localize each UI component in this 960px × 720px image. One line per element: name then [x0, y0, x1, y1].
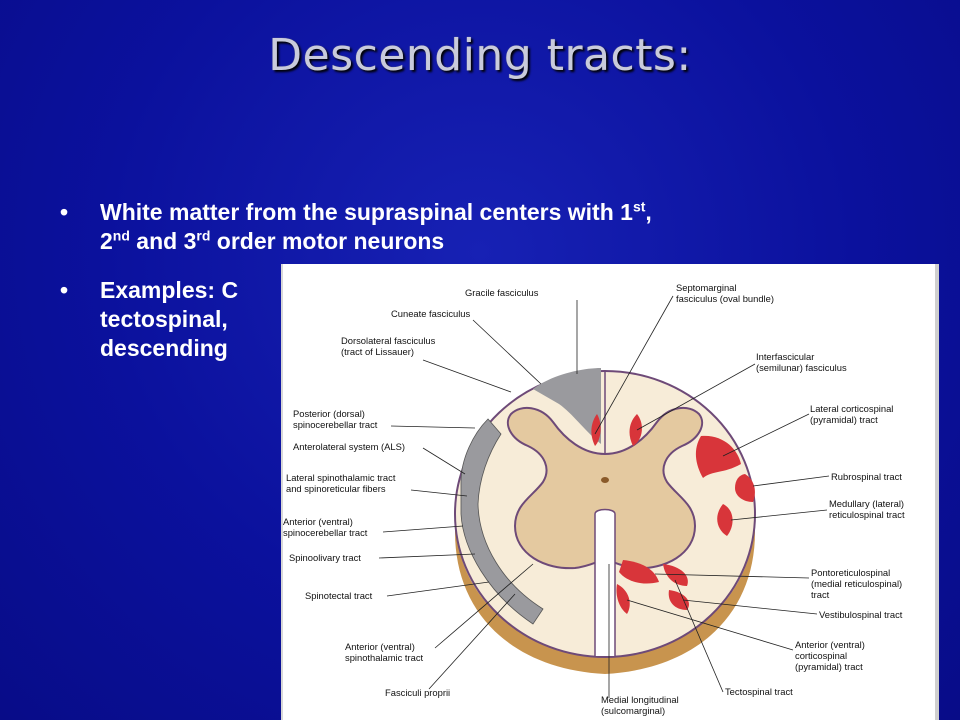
label-als: Anterolateral system (ALS) — [293, 441, 405, 452]
label-gracile: Gracile fasciculus — [465, 287, 539, 298]
label-lat-corticospinal-1: Lateral corticospinal — [810, 403, 893, 414]
label-rubrospinal: Rubrospinal tract — [831, 471, 902, 482]
gracile-cuneate-region — [533, 368, 601, 444]
pontoreticulospinal-tract — [619, 560, 659, 584]
central-canal — [601, 477, 609, 483]
bullet-2-line-1: Examples: C — [100, 277, 239, 303]
label-med-reticulospinal-2: reticulospinal tract — [829, 509, 905, 520]
label-ant-corticospinal-1: Anterior (ventral) — [795, 639, 865, 650]
label-interfascicular-2: (semilunar) fasciculus — [756, 362, 847, 373]
bullet-list: • White matter from the supraspinal cent… — [60, 198, 930, 383]
label-fasciculi-proprii: Fasciculi proprii — [385, 687, 450, 698]
bullet-glyph: • — [60, 277, 69, 303]
anterolateral-ascending-region — [460, 418, 544, 625]
label-spinotectal: Spinotectal tract — [305, 590, 373, 601]
label-pontoreticulospinal-2: (medial reticulospinal) — [811, 578, 902, 589]
label-ant-spinocereb-2: spinocerebellar tract — [283, 527, 368, 538]
vestibulospinal-tract — [668, 590, 689, 610]
label-septomarginal-1: Septomarginal — [676, 282, 736, 293]
label-lat-spinothal-2: and spinoreticular fibers — [286, 483, 386, 494]
bullet-1-text-d: and 3 — [129, 228, 197, 254]
label-ant-spinothal-2: spinothalamic tract — [345, 652, 424, 663]
septomarginal-fasciculus — [591, 414, 601, 446]
rubrospinal-tract — [735, 474, 755, 502]
label-cuneate: Cuneate fasciculus — [391, 308, 471, 319]
spinal-cord-diagram: Gracile fasciculus Cuneate fasciculus Do… — [283, 282, 905, 716]
label-pontoreticulospinal-1: Pontoreticulospinal — [811, 567, 890, 578]
bullet-2-line-3: descending — [100, 335, 228, 361]
tectospinal-tract — [663, 564, 688, 586]
label-dorsolateral-1: Dorsolateral fasciculus — [341, 335, 436, 346]
label-tectospinal: Tectospinal tract — [725, 686, 793, 697]
label-dorsolateral-2: (tract of Lissauer) — [341, 346, 414, 357]
bullet-1-text-b: , — [645, 199, 652, 225]
bullet-1-text-c: 2 — [100, 228, 113, 254]
slide-title: Descending tracts: — [268, 30, 692, 81]
label-med-reticulospinal-1: Medullary (lateral) — [829, 498, 904, 509]
leader-lines — [378, 295, 830, 698]
lateral-corticospinal-tract — [695, 435, 741, 478]
interfascicular-fasciculus — [629, 414, 642, 446]
label-medial-longitudinal-1: Medial longitudinal — [601, 694, 679, 705]
bullet-1-text-e: order motor neurons — [210, 228, 445, 254]
label-post-spinocereb-2: spinocerebellar tract — [293, 419, 378, 430]
label-septomarginal-2: fasciculus (oval bundle) — [676, 293, 774, 304]
bullet-1-sup-c: nd — [112, 227, 130, 244]
bullet-1-sup-d: rd — [196, 227, 211, 244]
bullet-item-1: • White matter from the supraspinal cent… — [60, 198, 930, 256]
bullet-item-2: • Examples: C tectospinal, descending — [60, 276, 930, 363]
label-ant-corticospinal-3: (pyramidal) tract — [795, 661, 863, 672]
label-ant-spinocereb-1: Anterior (ventral) — [283, 516, 353, 527]
label-ant-spinothal-1: Anterior (ventral) — [345, 641, 415, 652]
bullet-2-line-2: tectospinal, — [100, 306, 228, 332]
anterior-median-fissure — [594, 508, 616, 656]
label-interfascicular-1: Interfascicular — [756, 351, 814, 362]
bullet-glyph: • — [60, 199, 69, 225]
label-spinoolivary: Spinoolivary tract — [289, 552, 361, 563]
anterior-corticospinal-tract — [616, 584, 630, 614]
label-lat-spinothal-1: Lateral spinothalamic tract — [286, 472, 396, 483]
label-pontoreticulospinal-3: tract — [811, 589, 830, 600]
label-medial-longitudinal-2: (sulcomarginal) — [601, 705, 665, 716]
bullet-1-sup-a: st — [632, 198, 646, 215]
label-post-spinocereb-1: Posterior (dorsal) — [293, 408, 365, 419]
medullary-reticulospinal-tract — [717, 504, 733, 536]
label-ant-corticospinal-2: corticospinal — [795, 650, 847, 661]
label-vestibulospinal: Vestibulospinal tract — [819, 609, 903, 620]
label-lat-corticospinal-2: (pyramidal) tract — [810, 414, 878, 425]
spinal-cord-figure: Gracile fasciculus Cuneate fasciculus Do… — [281, 264, 939, 720]
bullet-1-text-a: White matter from the supraspinal center… — [100, 199, 633, 225]
